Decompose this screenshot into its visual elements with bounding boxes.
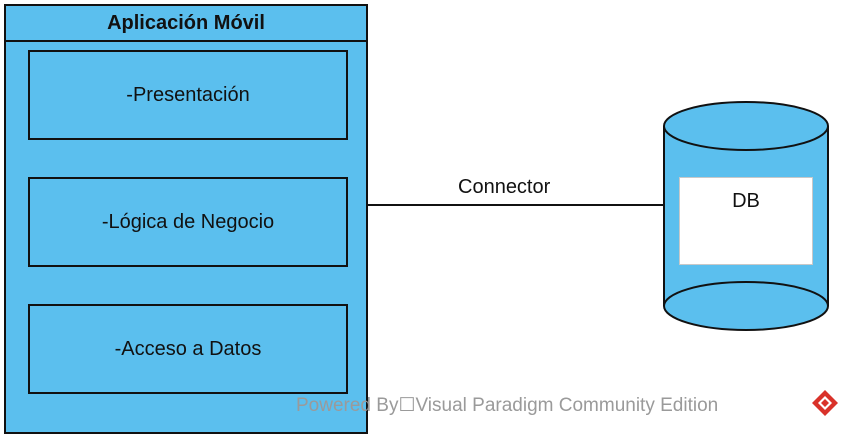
data-access-layer-label: -Acceso a Datos <box>114 337 262 360</box>
mobile-app-package[interactable]: Aplicación Móvil -Presentación -Lógica d… <box>4 4 368 434</box>
database-inner-panel <box>679 177 813 265</box>
package-title: Aplicación Móvil <box>6 6 366 42</box>
database-bottom-ellipse <box>663 281 829 331</box>
connector-line[interactable] <box>368 204 666 206</box>
business-logic-layer-label: -Lógica de Negocio <box>101 210 275 233</box>
database-top-ellipse <box>663 101 829 151</box>
presentation-layer-label: -Presentación <box>126 83 250 106</box>
database-label: DB <box>732 190 760 212</box>
visual-paradigm-logo-icon <box>812 390 838 416</box>
data-access-layer-box[interactable]: -Acceso a Datos <box>28 304 348 394</box>
business-logic-layer-box[interactable]: -Lógica de Negocio <box>28 177 348 267</box>
connector-label: Connector <box>458 176 551 198</box>
presentation-layer-box[interactable]: -Presentación <box>28 50 348 140</box>
watermark-text: Powered By☐Visual Paradigm Community Edi… <box>296 395 719 416</box>
